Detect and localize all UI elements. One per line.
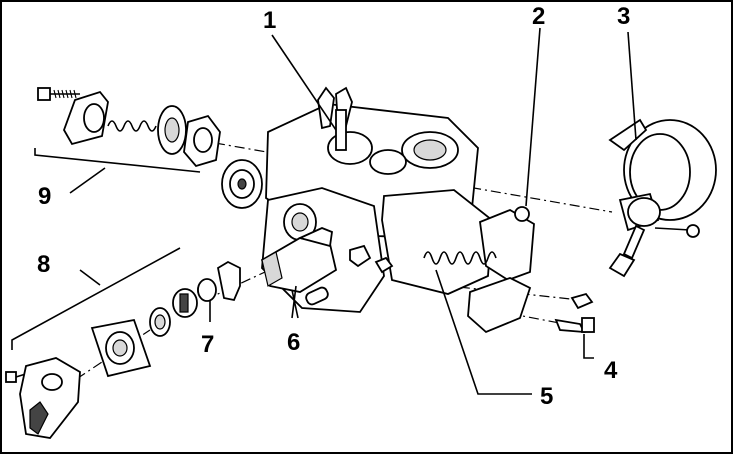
- part-8-enrichment-assembly: [5, 247, 241, 439]
- carburetor-body: [221, 86, 535, 334]
- leader-lines: [209, 27, 637, 395]
- callout-1: 1: [263, 7, 276, 34]
- callout-9: 9: [38, 183, 51, 210]
- part-4-adjusting-screw: [554, 292, 595, 334]
- part-7-jet: [197, 278, 217, 302]
- part-3-vacuum-unit: [608, 118, 717, 278]
- callout-3: 3: [617, 3, 630, 30]
- callout-4: 4: [604, 357, 618, 384]
- callout-8: 8: [37, 251, 50, 278]
- callout-7: 7: [201, 331, 214, 358]
- part-9-pump-assembly: [34, 87, 221, 194]
- callout-2: 2: [532, 3, 545, 30]
- part-6-solenoid-valve: [260, 227, 338, 319]
- callout-5: 5: [540, 383, 553, 410]
- callout-6: 6: [287, 329, 300, 356]
